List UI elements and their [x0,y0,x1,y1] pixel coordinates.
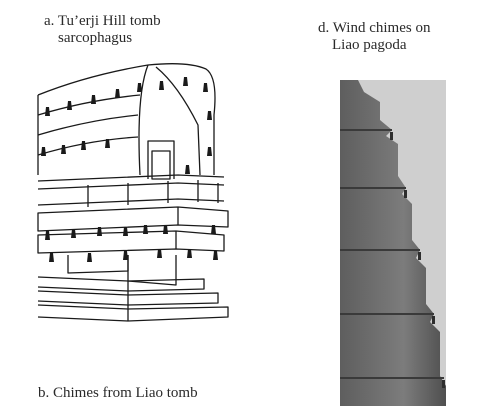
caption-d-line1: d. Wind chimes on [318,20,431,36]
base-body [67,255,129,274]
steps [37,276,205,292]
roof-front-curve [138,64,149,176]
caption-b: b. Chimes from Liao tomb [38,385,198,401]
caption-a: a. Tu’erji Hill tomb sarcophagus [44,13,214,47]
pagoda-photo [340,80,446,406]
balcony-rail [37,174,225,182]
caption-d: d. Wind chimes on Liao pagoda [318,20,488,54]
main-slab [37,206,229,232]
pagoda-chimes [390,132,445,388]
pagoda-eaves [340,129,444,379]
caption-a-line1: a. Tu’erji Hill tomb [44,13,161,29]
door [151,150,171,180]
roof-outline [37,63,216,175]
caption-a-line2: sarcophagus [58,30,133,46]
roof-inner-curve [155,66,201,176]
pagoda-body [340,80,446,406]
sarcophagus-drawing [37,63,229,322]
lower-slab [37,230,225,254]
chimes [41,77,218,262]
caption-d-line2: Liao pagoda [332,37,407,53]
